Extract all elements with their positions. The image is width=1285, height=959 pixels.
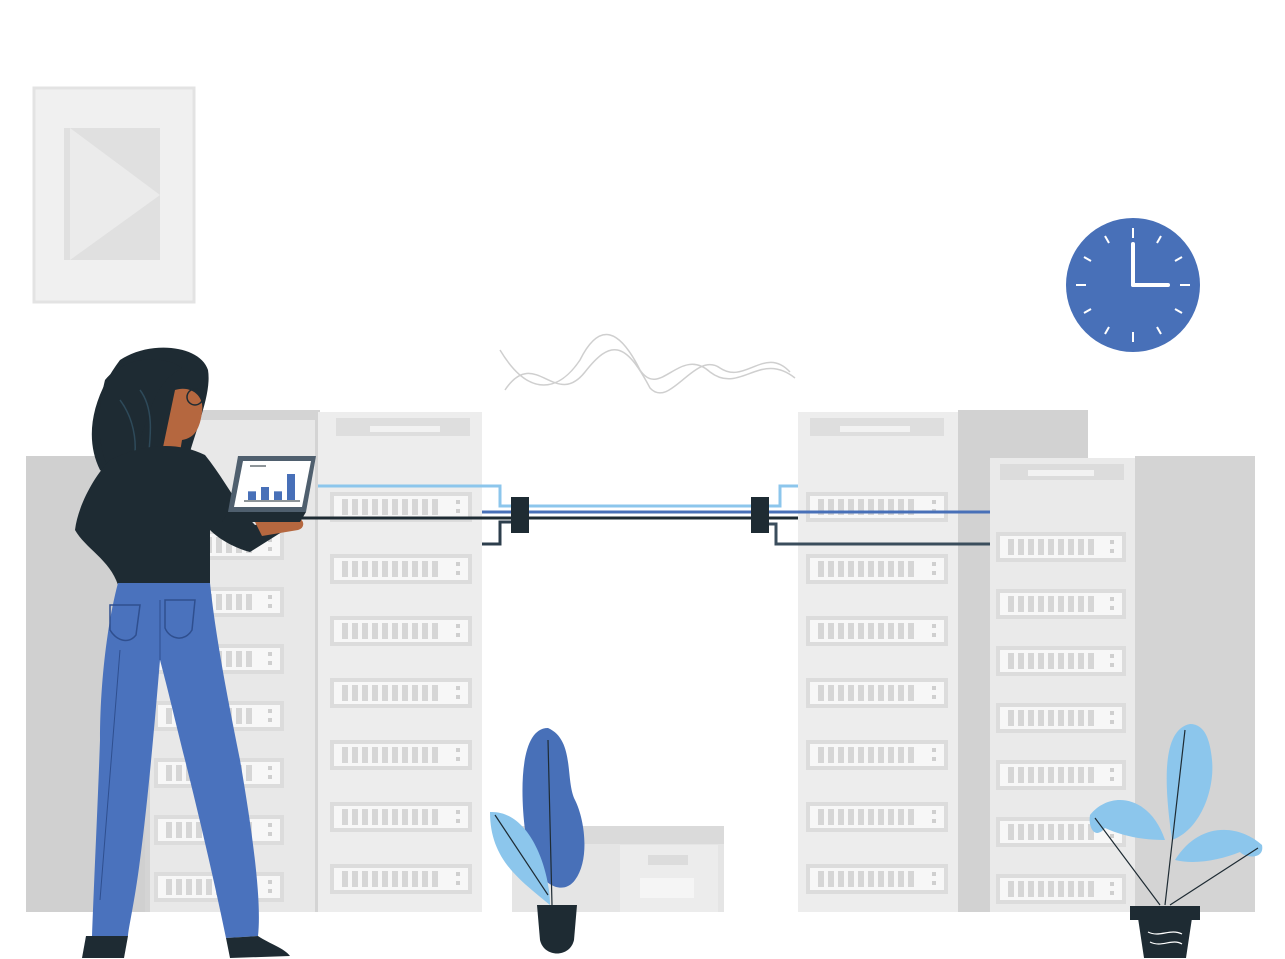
laptop-chart-bar: [248, 491, 256, 500]
rack-unit: [330, 678, 472, 708]
rack-unit: [806, 616, 948, 646]
woman-with-laptop: [75, 347, 316, 958]
rack-unit: [330, 740, 472, 770]
rack-unit: [330, 864, 472, 894]
plant-blue-left: [490, 728, 585, 954]
laptop-chart-bar: [261, 487, 269, 500]
rack-unit: [996, 532, 1126, 562]
rack-unit: [330, 554, 472, 584]
laptop-chart-bar: [287, 474, 295, 500]
rack-unit: [330, 616, 472, 646]
rack-unit: [806, 864, 948, 894]
rack-unit: [806, 802, 948, 832]
rack-unit: [996, 703, 1126, 733]
rack-unit: [330, 802, 472, 832]
laptop-bar-chart: [244, 465, 300, 502]
wall-clock: [1066, 218, 1200, 352]
rack-unit: [806, 554, 948, 584]
rack-unit: [996, 874, 1126, 904]
rack-unit: [996, 760, 1126, 790]
rack-unit: [996, 589, 1126, 619]
rack-unit: [806, 740, 948, 770]
server-rack-left-front: [318, 412, 482, 912]
plant-potted-right: [1089, 724, 1263, 958]
framed-picture: [32, 86, 196, 304]
laptop: [222, 456, 316, 522]
cable-connectors: [511, 497, 769, 533]
server-rack-right-front: [990, 456, 1255, 912]
rack-unit: [806, 492, 948, 522]
laptop-chart-bar: [274, 491, 282, 500]
rack-unit: [806, 678, 948, 708]
sound-wave: [499, 333, 796, 394]
rack-unit: [996, 646, 1126, 676]
